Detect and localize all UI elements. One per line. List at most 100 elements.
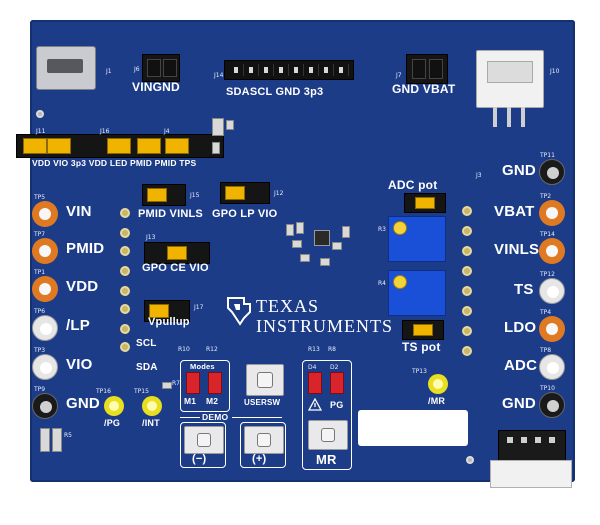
j14-i2c-header[interactable]: [224, 60, 354, 80]
adc-pot-jumper[interactable]: [404, 193, 446, 213]
j12-label: J12: [274, 190, 284, 197]
mode-switch-m2[interactable]: [208, 372, 222, 394]
j3-label: J3: [476, 172, 482, 179]
d4-label: D4: [308, 364, 317, 371]
tp2-id: TP2: [540, 193, 552, 200]
res-array: [40, 428, 50, 452]
jumper-strip[interactable]: [16, 134, 224, 158]
tp1-vdd[interactable]: [32, 276, 58, 302]
via: [462, 266, 472, 276]
j12-jumper[interactable]: [220, 182, 270, 204]
tp15-int[interactable]: [142, 396, 162, 416]
tp7-pmid[interactable]: [32, 238, 58, 264]
plus-button[interactable]: [244, 426, 284, 454]
res-r7: [162, 382, 172, 389]
ts-pot-jumper[interactable]: [402, 320, 444, 340]
gpo-lp-vio-label: GPO LP VIO: [212, 208, 278, 220]
j13-jumper[interactable]: [144, 242, 210, 264]
cap-c1: [286, 224, 294, 236]
via: [120, 304, 130, 314]
via: [120, 266, 130, 276]
tp6-lp[interactable]: [32, 315, 58, 341]
lp-label: /LP: [66, 317, 90, 334]
sda-label: SDA: [136, 362, 158, 373]
int-tp-label: /INT: [142, 418, 160, 428]
mr-tp-label: /MR: [428, 396, 446, 406]
m1-label: M1: [184, 396, 197, 406]
j6-header[interactable]: [142, 54, 180, 82]
tp13-mr[interactable]: [428, 374, 448, 394]
tp10-gnd[interactable]: [539, 392, 565, 418]
cap-c2: [296, 222, 304, 234]
res-r1: [300, 254, 310, 262]
via: [462, 306, 472, 316]
via: [462, 346, 472, 356]
inductor-l1: [212, 118, 224, 136]
logo-instruments: Instruments: [256, 316, 394, 336]
tp14-vinls[interactable]: [539, 238, 565, 264]
gpo-ce-vio-label: GPO CE VIO: [142, 262, 209, 274]
r3-label: R3: [378, 226, 386, 233]
minus-outline: [180, 422, 226, 468]
battery-connector[interactable]: [476, 50, 544, 127]
tp8-adc[interactable]: [539, 354, 565, 380]
tp12-ts[interactable]: [539, 278, 565, 304]
minus-label: (−): [192, 453, 207, 465]
demo-line: [232, 417, 282, 418]
jumper-row-label: VDD VIO 3p3 VDD LED PMID PMID TPS: [32, 158, 197, 168]
gnd-left-label: GND: [66, 395, 100, 412]
led-d2: [330, 372, 344, 394]
tp3-id: TP3: [34, 347, 46, 354]
minus-button[interactable]: [184, 426, 224, 454]
pg-tp-label: /PG: [104, 418, 121, 428]
modes-label: Modes: [190, 362, 215, 371]
r10-label: R10: [178, 346, 190, 353]
gnd-right-bottom-label: GND: [502, 395, 536, 412]
j8-housing: [490, 460, 572, 488]
r4-label: R4: [378, 280, 386, 287]
tp11-id: TP11: [540, 152, 555, 159]
tp16-pg[interactable]: [104, 396, 124, 416]
tp9-gnd[interactable]: [32, 393, 58, 419]
tp5-vin[interactable]: [32, 201, 58, 227]
evm-board: J1 J6 VINGND J14 SDASCL GND 3p3 J7 GND V…: [16, 20, 575, 488]
j13-label: J13: [146, 234, 156, 241]
j15-jumper[interactable]: [142, 184, 186, 206]
mr-button[interactable]: [308, 420, 348, 450]
r5-label: R5: [64, 432, 72, 439]
tp12-id: TP12: [540, 271, 555, 278]
tp5-id: TP5: [34, 194, 46, 201]
m2-label: M2: [206, 396, 219, 406]
tp16-label: TP16: [96, 388, 111, 395]
cap-c5: [332, 242, 342, 250]
tp3-vio[interactable]: [32, 354, 58, 380]
tp2-vbat[interactable]: [539, 200, 565, 226]
via: [462, 206, 472, 216]
via: [462, 246, 472, 256]
j17-label: J17: [194, 304, 204, 311]
j14-label: J14: [214, 72, 224, 79]
modes-outline: [180, 360, 230, 412]
j10-label: J10: [550, 68, 560, 75]
vin-label: VIN: [66, 203, 92, 220]
vdd-label: VDD: [66, 278, 99, 295]
res-array-2: [52, 428, 62, 452]
i2c-label: SDASCL GND 3p3: [226, 86, 324, 98]
pmid-label: PMID: [66, 240, 105, 257]
gnd-right-top-label: GND: [502, 162, 536, 179]
mode-switch-m1[interactable]: [186, 372, 200, 394]
usb-connector[interactable]: [36, 46, 96, 90]
j7-header[interactable]: [406, 54, 448, 84]
tp4-ldo[interactable]: [539, 316, 565, 342]
ti-logo-icon: [227, 297, 251, 326]
via: [462, 286, 472, 296]
label-plate: [358, 410, 468, 446]
tp11-gnd[interactable]: [539, 159, 565, 185]
tp9-id: TP9: [34, 386, 46, 393]
ts-potentiometer[interactable]: [388, 270, 446, 316]
j17-jumper[interactable]: [144, 300, 190, 322]
tp4-id: TP4: [540, 309, 552, 316]
via: [462, 226, 472, 236]
usersw-button[interactable]: [246, 364, 284, 396]
adc-potentiometer[interactable]: [388, 216, 446, 262]
